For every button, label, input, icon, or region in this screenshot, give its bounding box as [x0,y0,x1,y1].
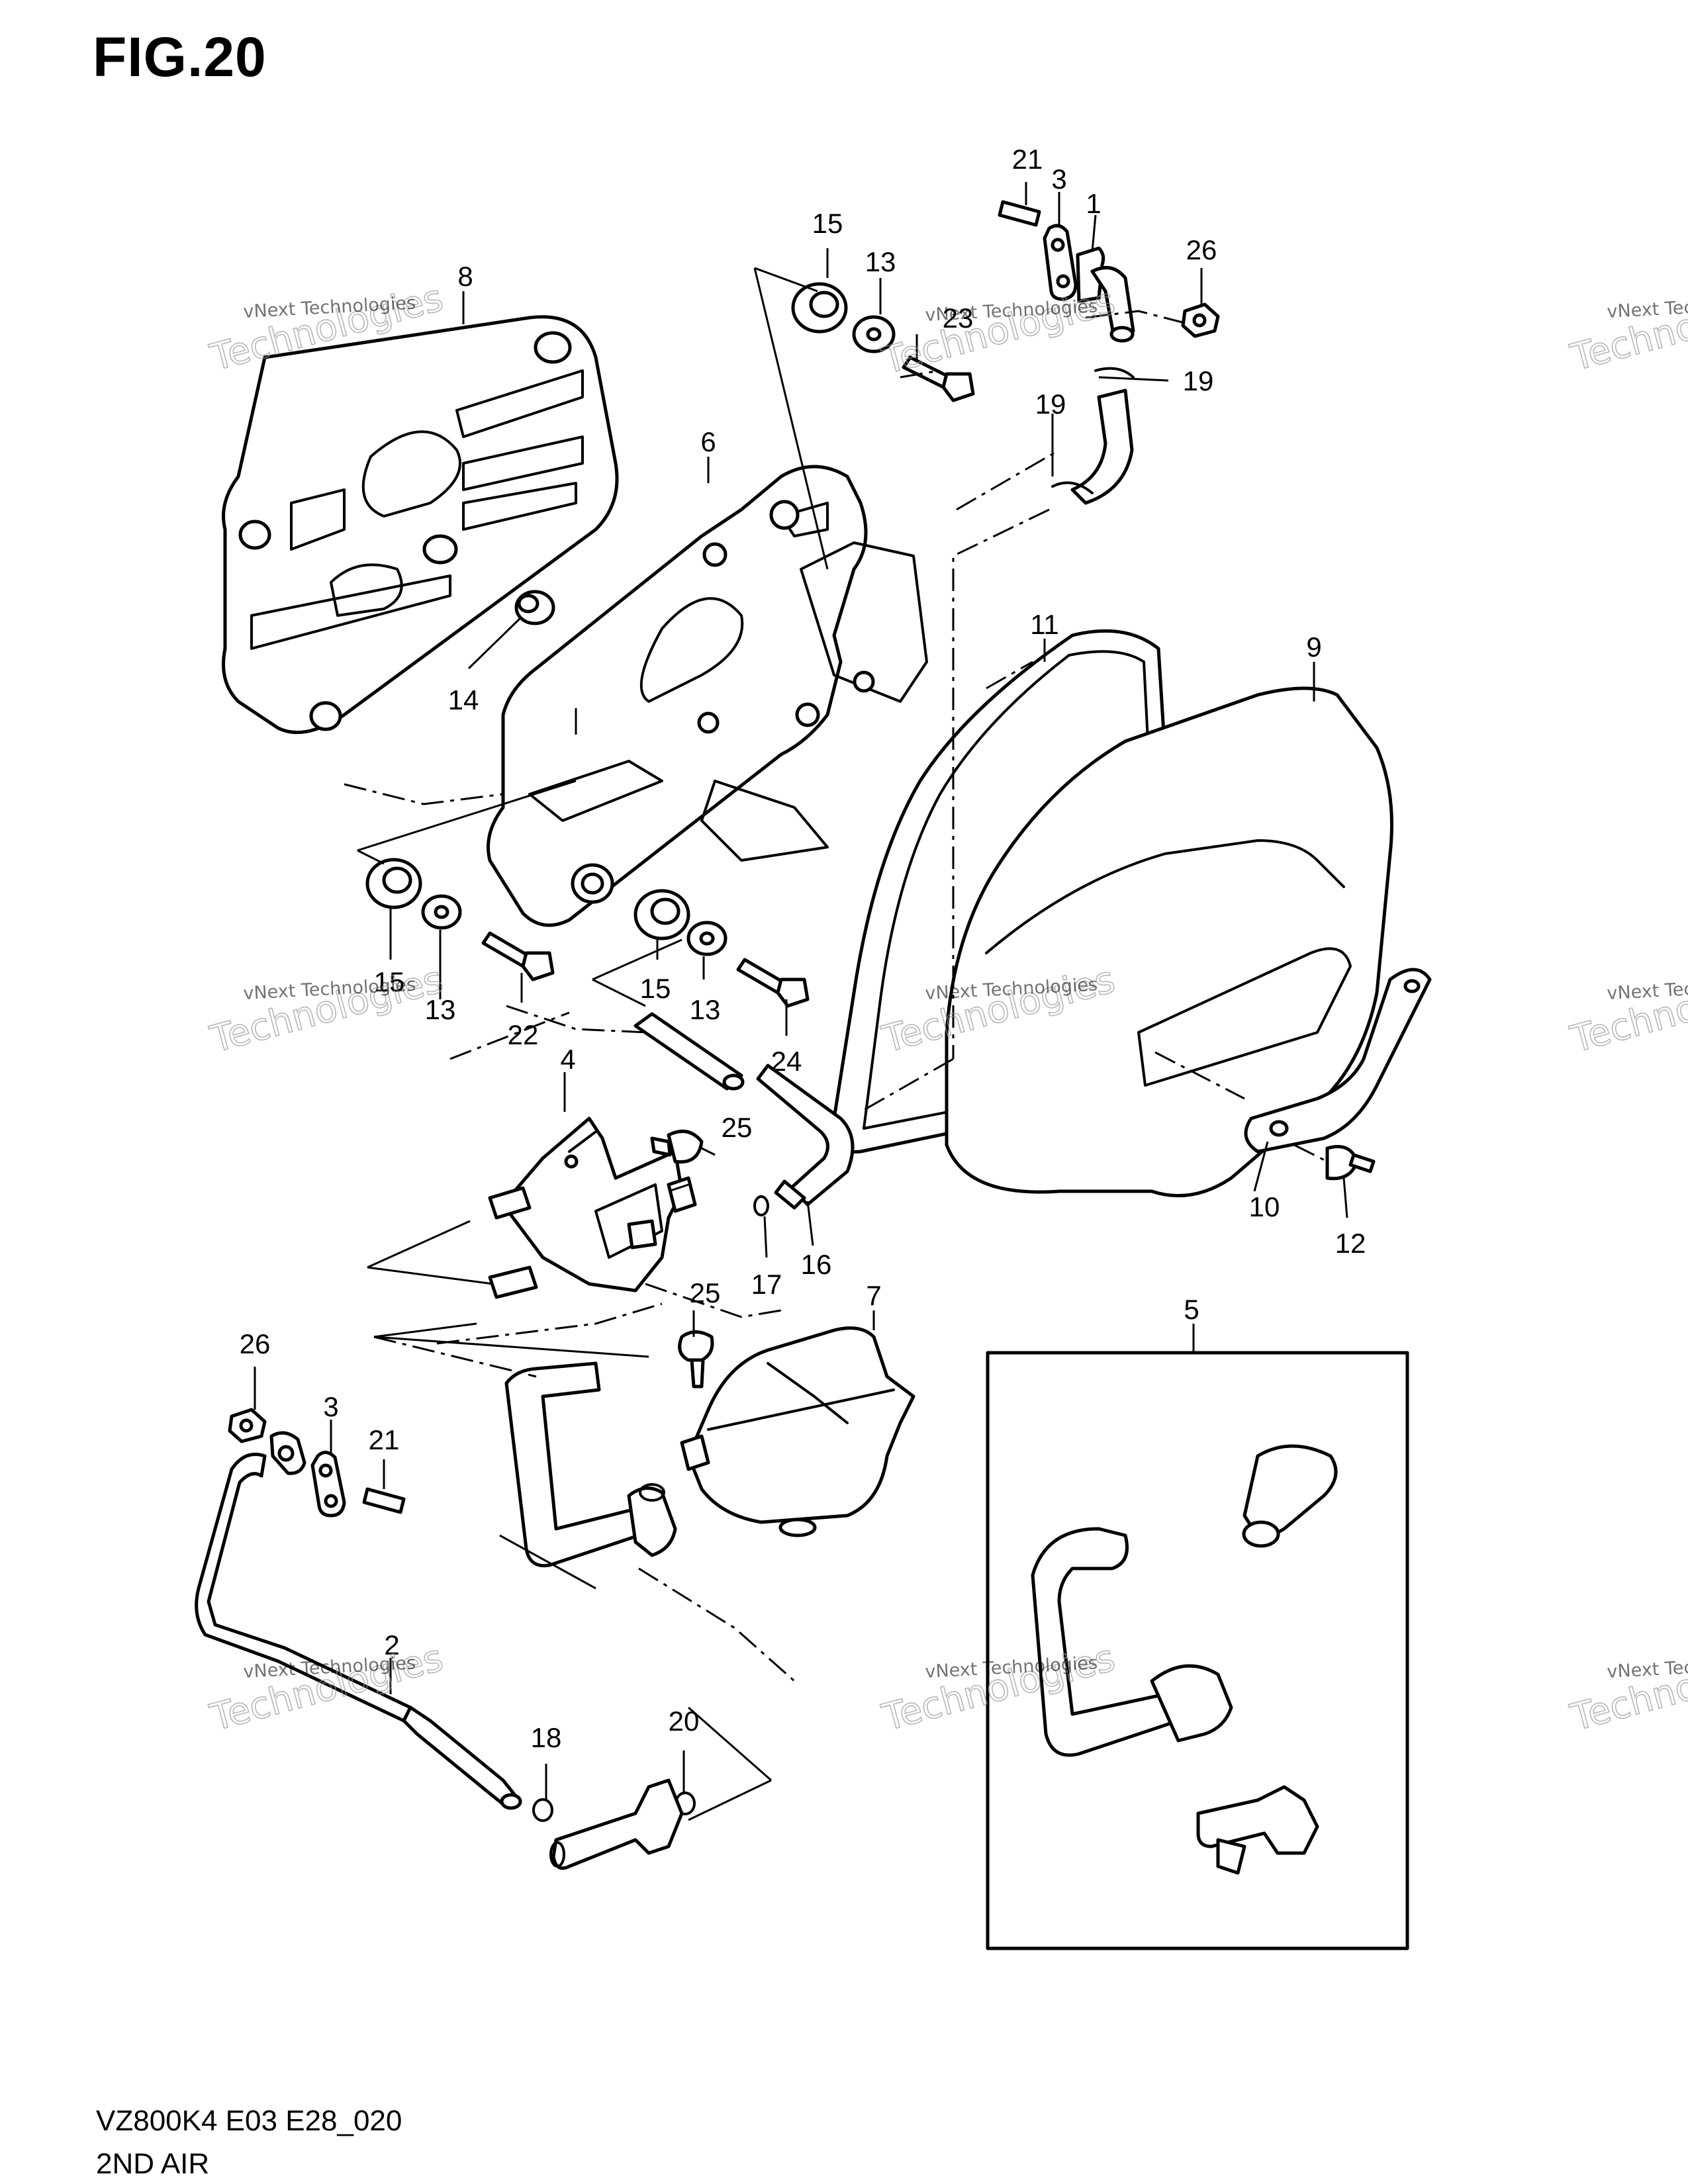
watermark-2: Technologies vNext Technologies [877,279,1120,384]
callout-24: 24 [771,1046,802,1077]
part-13-washer-upper [852,315,896,353]
callout-numbers: 1 2 3 3 4 5 6 7 8 9 10 11 12 13 13 13 14… [240,144,1366,1753]
part-3-gasket-lower [310,1451,346,1518]
callout-15-middle: 15 [640,973,671,1004]
part-26-nut-lower [228,1408,267,1443]
callout-5: 5 [1184,1294,1199,1325]
watermark-4: Technologies vNext Technologies [205,958,448,1062]
part-16-hose [756,1064,855,1210]
part-21-stud-upper [998,200,1041,227]
part-4-valve-assembly [488,1116,697,1299]
part-13-washer-left [421,894,462,930]
part-2-air-pipe [195,1453,522,1810]
part-25-screw-lower [678,1330,714,1388]
svg-text:Technologies: Technologies [1566,1637,1688,1740]
assembly-bracket-lines [357,267,829,1821]
callout-13-left: 13 [425,994,456,1025]
callout-26-upper: 26 [1186,234,1217,265]
part-17-clamp [753,1195,769,1216]
callout-18: 18 [531,1722,562,1753]
part-15-grommet-upper [791,282,848,334]
callout-16: 16 [801,1249,832,1280]
callout-7: 7 [866,1280,881,1311]
part-21-stud-lower [362,1487,406,1514]
callout-17: 17 [751,1269,782,1300]
callout-15-left: 15 [374,966,405,997]
part-t-hose-lower [549,1778,684,1870]
svg-text:vNext Technologies: vNext Technologies [1607,293,1688,322]
callout-22: 22 [508,1019,539,1050]
callout-15-upper: 15 [812,208,843,239]
callout-21-lower: 21 [369,1424,400,1455]
part-15-grommet-middle [633,889,690,940]
callout-3-upper: 3 [1051,163,1066,195]
part-24-bolt [736,958,810,1008]
part-25-screw-upper [650,1129,704,1164]
callout-19-right: 19 [1183,365,1214,396]
callout-23: 23 [943,302,974,334]
part-12-screw [1325,1145,1376,1181]
svg-text:vNext Technologies: vNext Technologies [1607,1653,1688,1682]
callout-3-lower: 3 [323,1391,338,1422]
part-10-strap [1244,968,1432,1154]
callout-25-upper: 25 [722,1112,753,1143]
callout-2: 2 [384,1629,399,1661]
part-7-reed-valve-box [680,1326,915,1537]
callout-26-lower: 26 [240,1328,271,1359]
callout-20: 20 [669,1706,700,1737]
svg-text:Technologies: Technologies [878,280,1119,383]
watermark-3: Technologies vNext Technologies [1566,276,1688,381]
part-13-washer-middle [686,921,727,956]
watermark-9: Technologies vNext Technologies [1566,1636,1688,1741]
callout-9: 9 [1306,631,1321,662]
callout-10: 10 [1249,1191,1280,1222]
part-hose-straight-short [633,1012,745,1091]
part-3-gasket-lower-b [269,1431,306,1475]
watermark-6: Technologies vNext Technologies [1566,958,1688,1062]
footer-section-name: 2ND AIR [96,2148,210,2180]
callout-19-left: 19 [1035,388,1066,420]
callout-8: 8 [457,261,473,292]
part-6-bracket-frame [487,465,928,927]
figure-title: FIG.20 [93,26,267,88]
part-18-clamp [532,1798,553,1822]
dashed-assembly-lines [344,310,1328,1682]
part-8-cover-plate [222,315,619,735]
part-hose-lower-l [504,1361,677,1568]
callout-6: 6 [700,426,716,457]
part-15-grommet-left [365,858,422,909]
part-26-nut-upper [1181,302,1220,338]
callout-12: 12 [1335,1228,1366,1259]
callout-1: 1 [1086,188,1101,219]
callout-14: 14 [448,684,479,715]
svg-text:vNext Technologies: vNext Technologies [1607,974,1688,1004]
svg-text:Technologies: Technologies [206,958,447,1062]
part-23-bolt [902,355,975,402]
part-3-gasket-upper [1043,224,1078,301]
part-22-bolt [481,931,555,981]
callout-4: 4 [560,1044,575,1075]
footer-model-code: VZ800K4 E03 E28_020 [96,2105,402,2137]
part-1-pipe-upper [1076,246,1135,343]
callout-25-lower: 25 [690,1277,721,1308]
part-14-grommet [514,590,555,625]
svg-text:Technologies: Technologies [1566,277,1688,380]
svg-text:Technologies: Technologies [1566,958,1688,1062]
callout-13-upper: 13 [865,246,896,277]
callout-11: 11 [1030,609,1059,640]
callout-13-middle: 13 [690,994,721,1025]
callout-leaders [254,182,1348,1800]
callout-21-upper: 21 [1012,144,1043,175]
part-9-cover [945,686,1393,1198]
part-hose-upper-elbow [1051,367,1135,505]
part-5-hose-kit-box [986,1351,1409,1950]
